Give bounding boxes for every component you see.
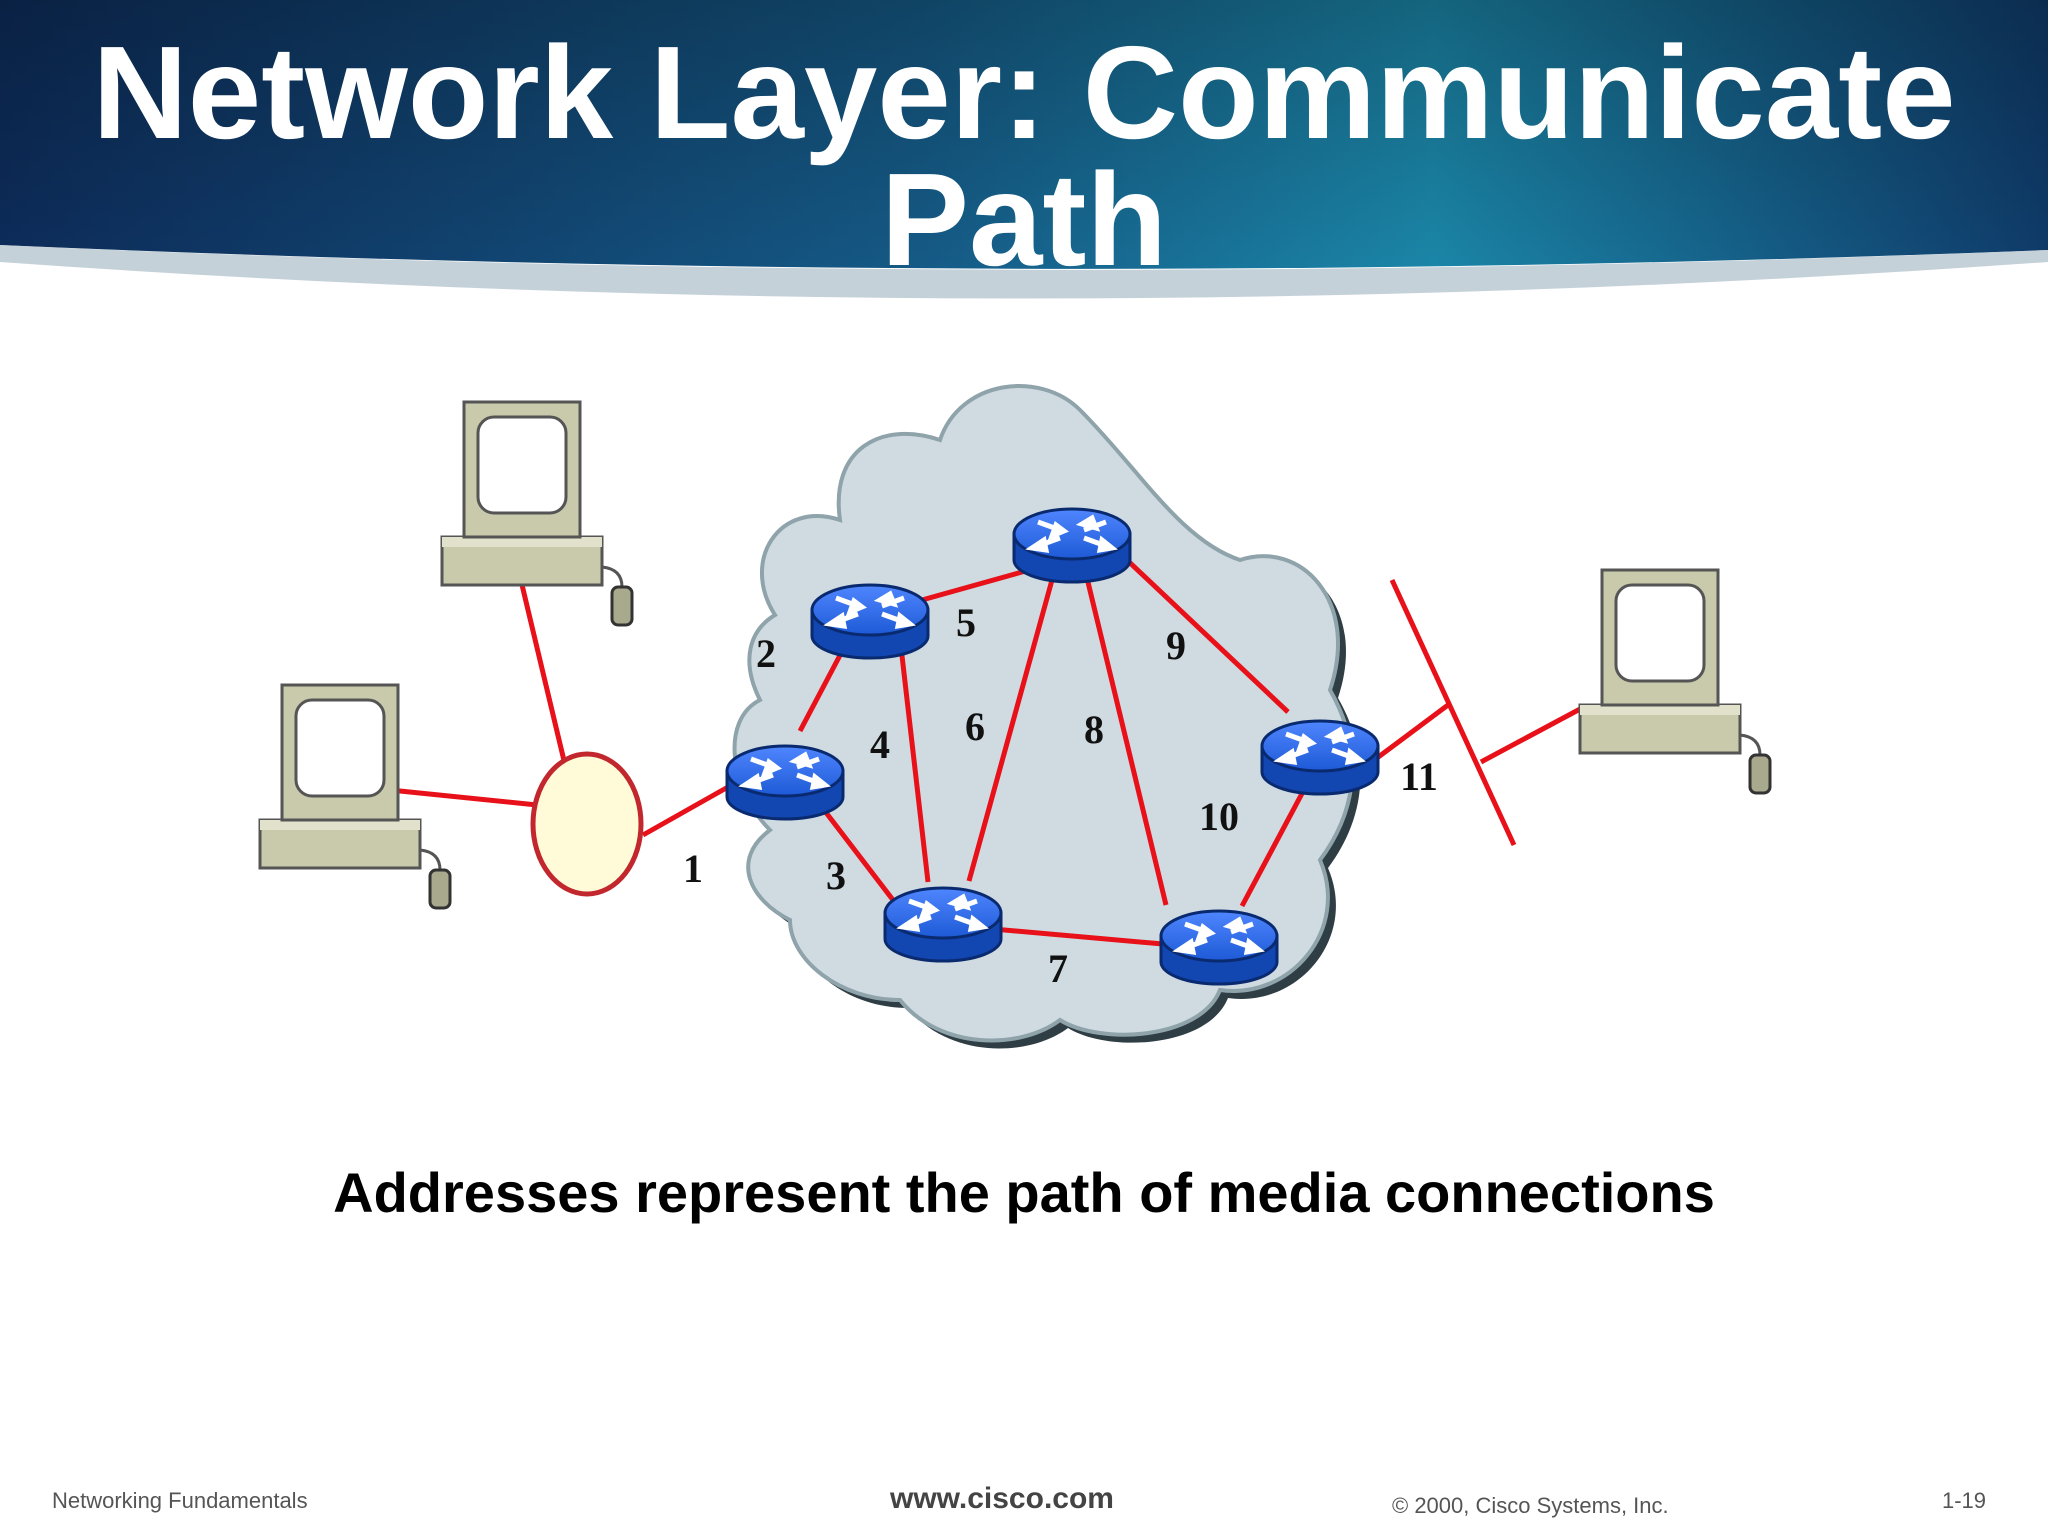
slide-title-line-2: Path bbox=[880, 146, 1168, 293]
link-11 bbox=[1375, 702, 1450, 761]
link-pc3-lan bbox=[1479, 705, 1584, 765]
link-label: 7 bbox=[1048, 946, 1068, 991]
link-label: 8 bbox=[1084, 707, 1104, 752]
computer-icon bbox=[440, 400, 634, 627]
link-label: 6 bbox=[965, 704, 985, 749]
link-6 bbox=[966, 579, 1055, 882]
link-3 bbox=[819, 804, 895, 902]
link-label: 9 bbox=[1166, 623, 1186, 668]
slide-caption: Addresses represent the path of media co… bbox=[333, 1161, 1715, 1224]
router-icon bbox=[1014, 509, 1130, 582]
router-icon bbox=[1262, 721, 1378, 794]
router-icon bbox=[727, 746, 843, 819]
footer-page-number: 1-19 bbox=[1942, 1488, 1987, 1513]
link-label: 11 bbox=[1400, 754, 1438, 799]
link-label: 5 bbox=[956, 600, 976, 645]
computer-icon bbox=[258, 683, 452, 910]
footer-copyright: © 2000, Cisco Systems, Inc. bbox=[1392, 1493, 1669, 1518]
network-cloud bbox=[732, 384, 1361, 1049]
link-2 bbox=[797, 640, 850, 733]
link-label: 3 bbox=[826, 853, 846, 898]
link-label: 2 bbox=[756, 631, 776, 676]
router-icon bbox=[812, 585, 928, 658]
link-pc2-hub bbox=[389, 787, 538, 808]
network-links bbox=[389, 542, 1584, 947]
hub-node bbox=[530, 751, 644, 897]
link-label: 4 bbox=[870, 722, 890, 767]
link-5 bbox=[921, 564, 1041, 603]
link-10 bbox=[1239, 784, 1309, 908]
link-label: 10 bbox=[1199, 794, 1239, 839]
link-label: 1 bbox=[683, 846, 703, 891]
lan-segment bbox=[1389, 578, 1517, 847]
link-8 bbox=[1084, 577, 1169, 906]
router-icon bbox=[885, 888, 1001, 961]
link-4 bbox=[898, 646, 931, 883]
title-banner bbox=[0, 0, 2048, 299]
computer-icon bbox=[1578, 568, 1772, 795]
link-9 bbox=[1125, 558, 1290, 714]
footer-course-name: Networking Fundamentals bbox=[52, 1488, 308, 1513]
link-1 bbox=[641, 784, 730, 838]
link-7 bbox=[992, 926, 1164, 947]
footer-website: www.cisco.com bbox=[890, 1482, 1114, 1515]
router-icon bbox=[1161, 911, 1277, 984]
slide-title-line-1: Network Layer: Communicate bbox=[92, 19, 1956, 166]
